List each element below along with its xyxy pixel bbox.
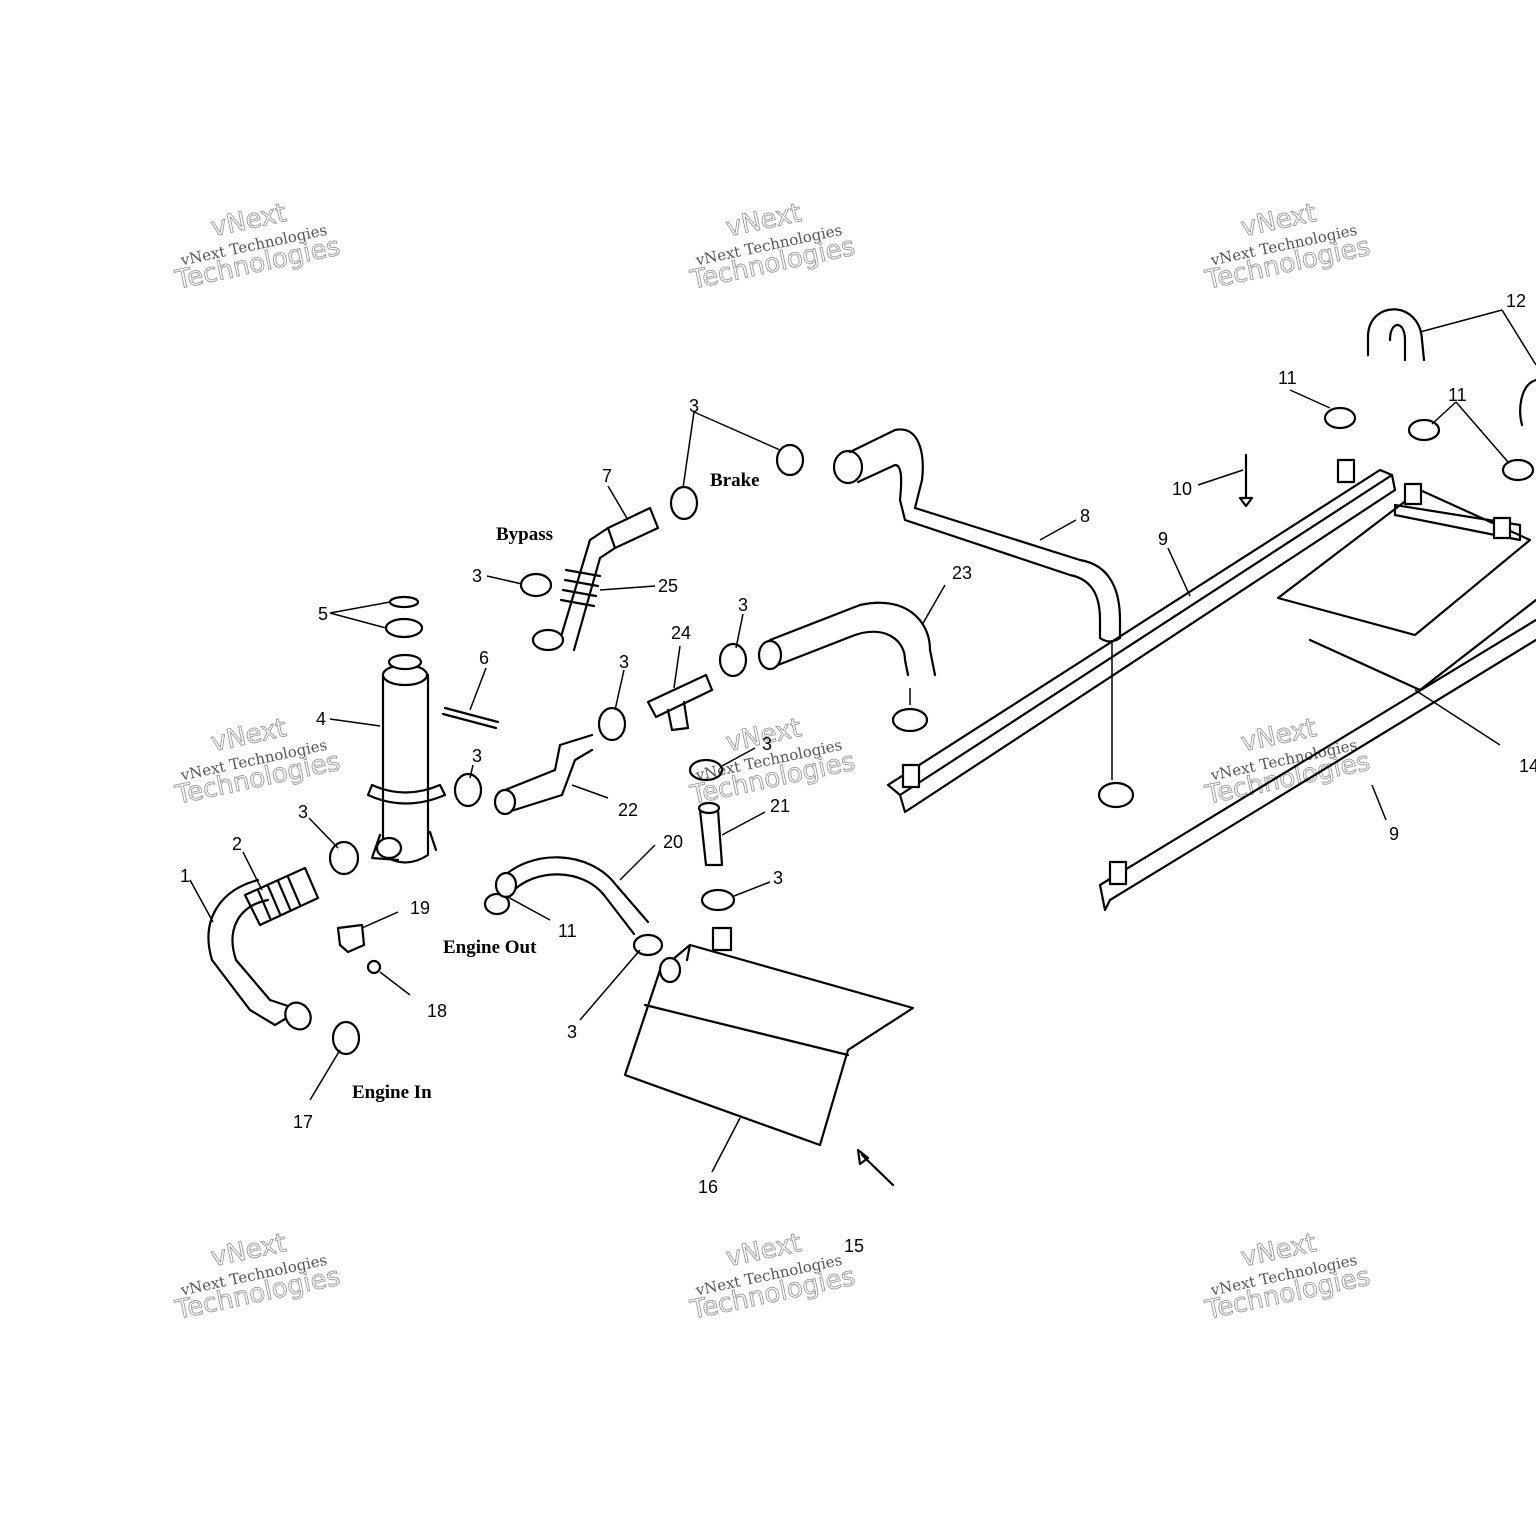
- callout-16: 16: [698, 1177, 718, 1197]
- clamp-11[interactable]: [1501, 458, 1535, 482]
- callout-3: 3: [689, 396, 699, 416]
- clamp-11[interactable]: [1407, 418, 1441, 442]
- part-10-pin[interactable]: [1238, 453, 1254, 508]
- clamp-3[interactable]: [632, 933, 664, 957]
- part-4-reservoir-bottle[interactable]: [366, 653, 447, 864]
- callout-7: 7: [602, 466, 612, 486]
- callout-2: 2: [232, 834, 242, 854]
- callout-19: 19: [410, 898, 430, 918]
- part-19-bracket[interactable]: [336, 923, 366, 954]
- clamp-3[interactable]: [775, 443, 805, 477]
- clamp-3[interactable]: [453, 772, 483, 808]
- part-18-nut[interactable]: [366, 959, 382, 975]
- callout-9: 9: [1389, 824, 1399, 844]
- callout-3: 3: [619, 652, 629, 672]
- part-7-bypass-hose[interactable]: [531, 506, 660, 652]
- callout-6: 6: [479, 648, 489, 668]
- clamp-3[interactable]: [718, 642, 748, 678]
- clamp-11[interactable]: [1323, 406, 1357, 430]
- callout-8: 8: [1080, 506, 1090, 526]
- clamp-3[interactable]: [597, 706, 627, 742]
- callout-21: 21: [770, 796, 790, 816]
- part-8-brake-hose[interactable]: [832, 428, 1122, 643]
- section-labels: Bypass Brake Engine Out Engine In: [352, 470, 760, 1103]
- clamp-3[interactable]: [891, 707, 929, 733]
- label-engine-in: Engine In: [352, 1082, 432, 1103]
- clamp-3[interactable]: [519, 572, 553, 598]
- label-brake: Brake: [710, 470, 760, 491]
- callout-3: 3: [567, 1022, 577, 1042]
- watermarks: vNext vNext Technologies Technologies vN…: [172, 198, 1373, 1327]
- clamp-11[interactable]: [483, 892, 511, 916]
- part-22-s-hose[interactable]: [493, 733, 594, 816]
- part-5-cap-gaskets[interactable]: [384, 595, 424, 639]
- callout-3: 3: [773, 868, 783, 888]
- callout-numbers: 1 2 3 3 3 3 3 3 3 3 3 5 4 6 7 8 9 9 10 1…: [180, 291, 1536, 1256]
- part-21-tube[interactable]: [697, 801, 724, 867]
- part-20-engine-out-hose[interactable]: [494, 856, 650, 936]
- callout-11: 11: [1278, 368, 1297, 388]
- watermark: vNext vNext Technologies Technologies: [1202, 1228, 1373, 1327]
- callout-3: 3: [472, 566, 482, 586]
- callout-25: 25: [658, 576, 678, 596]
- part-6-rod[interactable]: [441, 706, 500, 730]
- leader-lines: [189, 309, 1536, 1173]
- center-heat-exchanger-plates[interactable]: [1276, 482, 1536, 692]
- part-12-u-hoses[interactable]: [1366, 308, 1536, 427]
- watermark: vNext vNext Technologies Technologies: [1202, 198, 1373, 297]
- callout-4: 4: [316, 709, 326, 729]
- callout-12: 12: [1506, 291, 1526, 311]
- callout-1: 1: [180, 866, 190, 886]
- callout-20: 20: [663, 832, 683, 852]
- callout-3: 3: [738, 595, 748, 615]
- callout-9: 9: [1158, 529, 1168, 549]
- part-1-hose[interactable]: [207, 878, 316, 1034]
- clamp-3[interactable]: [328, 840, 360, 876]
- part-9-heat-exchanger-rails[interactable]: [886, 458, 1536, 912]
- part-25-bypass-bellows[interactable]: [559, 568, 602, 608]
- watermark: vNext vNext Technologies Technologies: [687, 198, 858, 297]
- callout-10: 10: [1172, 479, 1192, 499]
- part-24-tee-fitting[interactable]: [646, 673, 714, 732]
- part-2-bellows-coupler[interactable]: [243, 866, 320, 927]
- callout-3: 3: [298, 802, 308, 822]
- part-11-clamps[interactable]: [483, 406, 1535, 916]
- part-16-front-heat-exchanger[interactable]: [623, 926, 915, 1147]
- callout-14: 14: [1519, 756, 1536, 776]
- label-engine-out: Engine Out: [443, 937, 537, 958]
- clamp-3[interactable]: [700, 888, 736, 912]
- watermark: vNext vNext Technologies Technologies: [172, 198, 343, 297]
- part-17-clamp[interactable]: [331, 1020, 361, 1056]
- callout-17: 17: [293, 1112, 313, 1132]
- watermark: vNext vNext Technologies Technologies: [687, 713, 858, 812]
- clamp-3[interactable]: [1097, 781, 1135, 809]
- callout-15: 15: [844, 1236, 864, 1256]
- watermark: vNext vNext Technologies Technologies: [172, 1228, 343, 1327]
- callout-11: 11: [558, 921, 577, 941]
- callout-5: 5: [318, 604, 328, 624]
- callout-11: 11: [1448, 385, 1467, 405]
- callout-24: 24: [671, 623, 691, 643]
- watermark: vNext vNext Technologies Technologies: [687, 1228, 858, 1327]
- part-15-rivet[interactable]: [856, 1148, 895, 1187]
- clamp-parts[interactable]: [328, 443, 1135, 957]
- part-23-elbow-hose[interactable]: [757, 601, 937, 677]
- callout-3: 3: [762, 734, 772, 754]
- callout-18: 18: [427, 1001, 447, 1021]
- callout-3: 3: [472, 746, 482, 766]
- callout-22: 22: [618, 800, 638, 820]
- clamp-3[interactable]: [669, 485, 699, 521]
- clamp-3[interactable]: [688, 758, 724, 782]
- callout-23: 23: [952, 563, 972, 583]
- label-bypass: Bypass: [496, 524, 553, 545]
